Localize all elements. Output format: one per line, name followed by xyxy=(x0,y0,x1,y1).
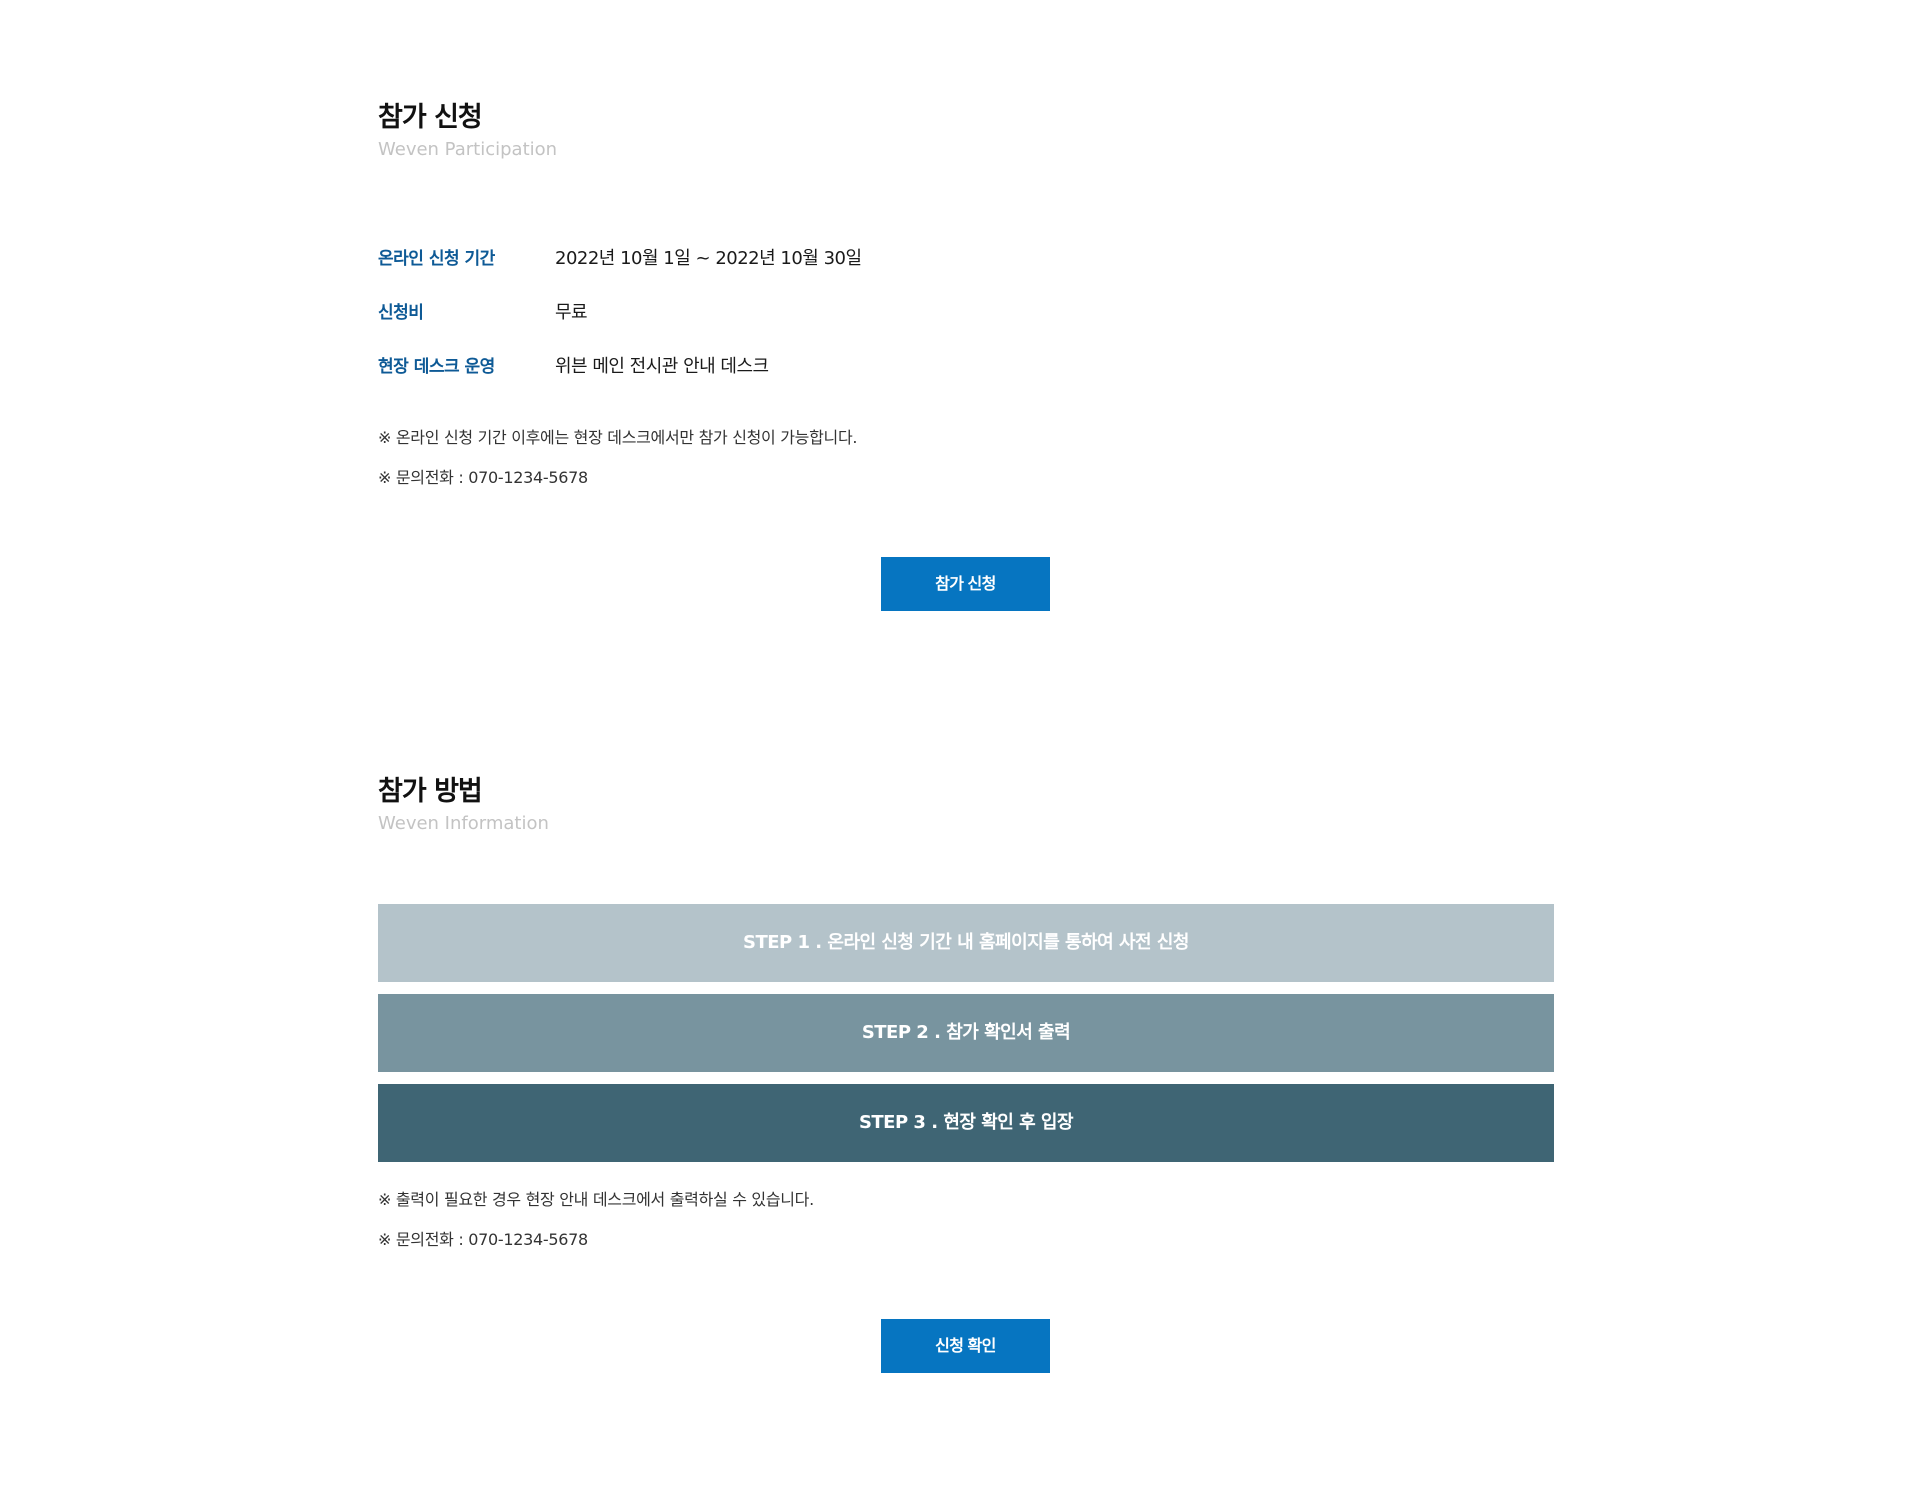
note-phone: ※ 문의전화 : 070-1234-5678 xyxy=(378,468,588,487)
note-phone: ※ 문의전화 : 070-1234-5678 xyxy=(378,1230,588,1249)
step-1-banner: STEP 1 . 온라인 신청 기간 내 홈페이지를 통하여 사전 신청 xyxy=(378,904,1554,982)
note-print: ※ 출력이 필요한 경우 현장 안내 데스크에서 출력하실 수 있습니다. xyxy=(378,1190,814,1209)
participation-section: 참가 신청 Weven Participation 온라인 신청 기간 2022… xyxy=(378,100,1554,611)
confirm-application-button[interactable]: 신청 확인 xyxy=(881,1319,1050,1373)
method-title: 참가 방법 xyxy=(378,776,483,807)
apply-button[interactable]: 참가 신청 xyxy=(881,557,1050,611)
participation-subtitle: Weven Participation xyxy=(378,139,558,160)
steps-list: STEP 1 . 온라인 신청 기간 내 홈페이지를 통하여 사전 신청 STE… xyxy=(378,904,1554,1174)
step-2-banner: STEP 2 . 참가 확인서 출력 xyxy=(378,994,1554,1072)
method-notes: ※ 출력이 필요한 경우 현장 안내 데스크에서 출력하실 수 있습니다. ※ … xyxy=(378,1188,814,1268)
note-deadline: ※ 온라인 신청 기간 이후에는 현장 데스크에서만 참가 신청이 가능합니다. xyxy=(378,428,858,447)
info-label-fee: 신청비 xyxy=(378,303,424,323)
info-label-period: 온라인 신청 기간 xyxy=(378,249,495,269)
info-label-desk: 현장 데스크 운영 xyxy=(378,357,495,377)
method-subtitle: Weven Information xyxy=(378,813,549,834)
step-3-banner: STEP 3 . 현장 확인 후 입장 xyxy=(378,1084,1554,1162)
info-value-desk: 위븐 메인 전시관 안내 데스크 xyxy=(555,356,769,377)
info-value-fee: 무료 xyxy=(555,302,588,323)
participation-title: 참가 신청 xyxy=(378,102,483,133)
method-section: 참가 방법 Weven Information STEP 1 . 온라인 신청 … xyxy=(378,774,1554,1373)
info-value-period: 2022년 10월 1일 ~ 2022년 10월 30일 xyxy=(555,248,862,269)
participation-notes: ※ 온라인 신청 기간 이후에는 현장 데스크에서만 참가 신청이 가능합니다.… xyxy=(378,426,857,506)
